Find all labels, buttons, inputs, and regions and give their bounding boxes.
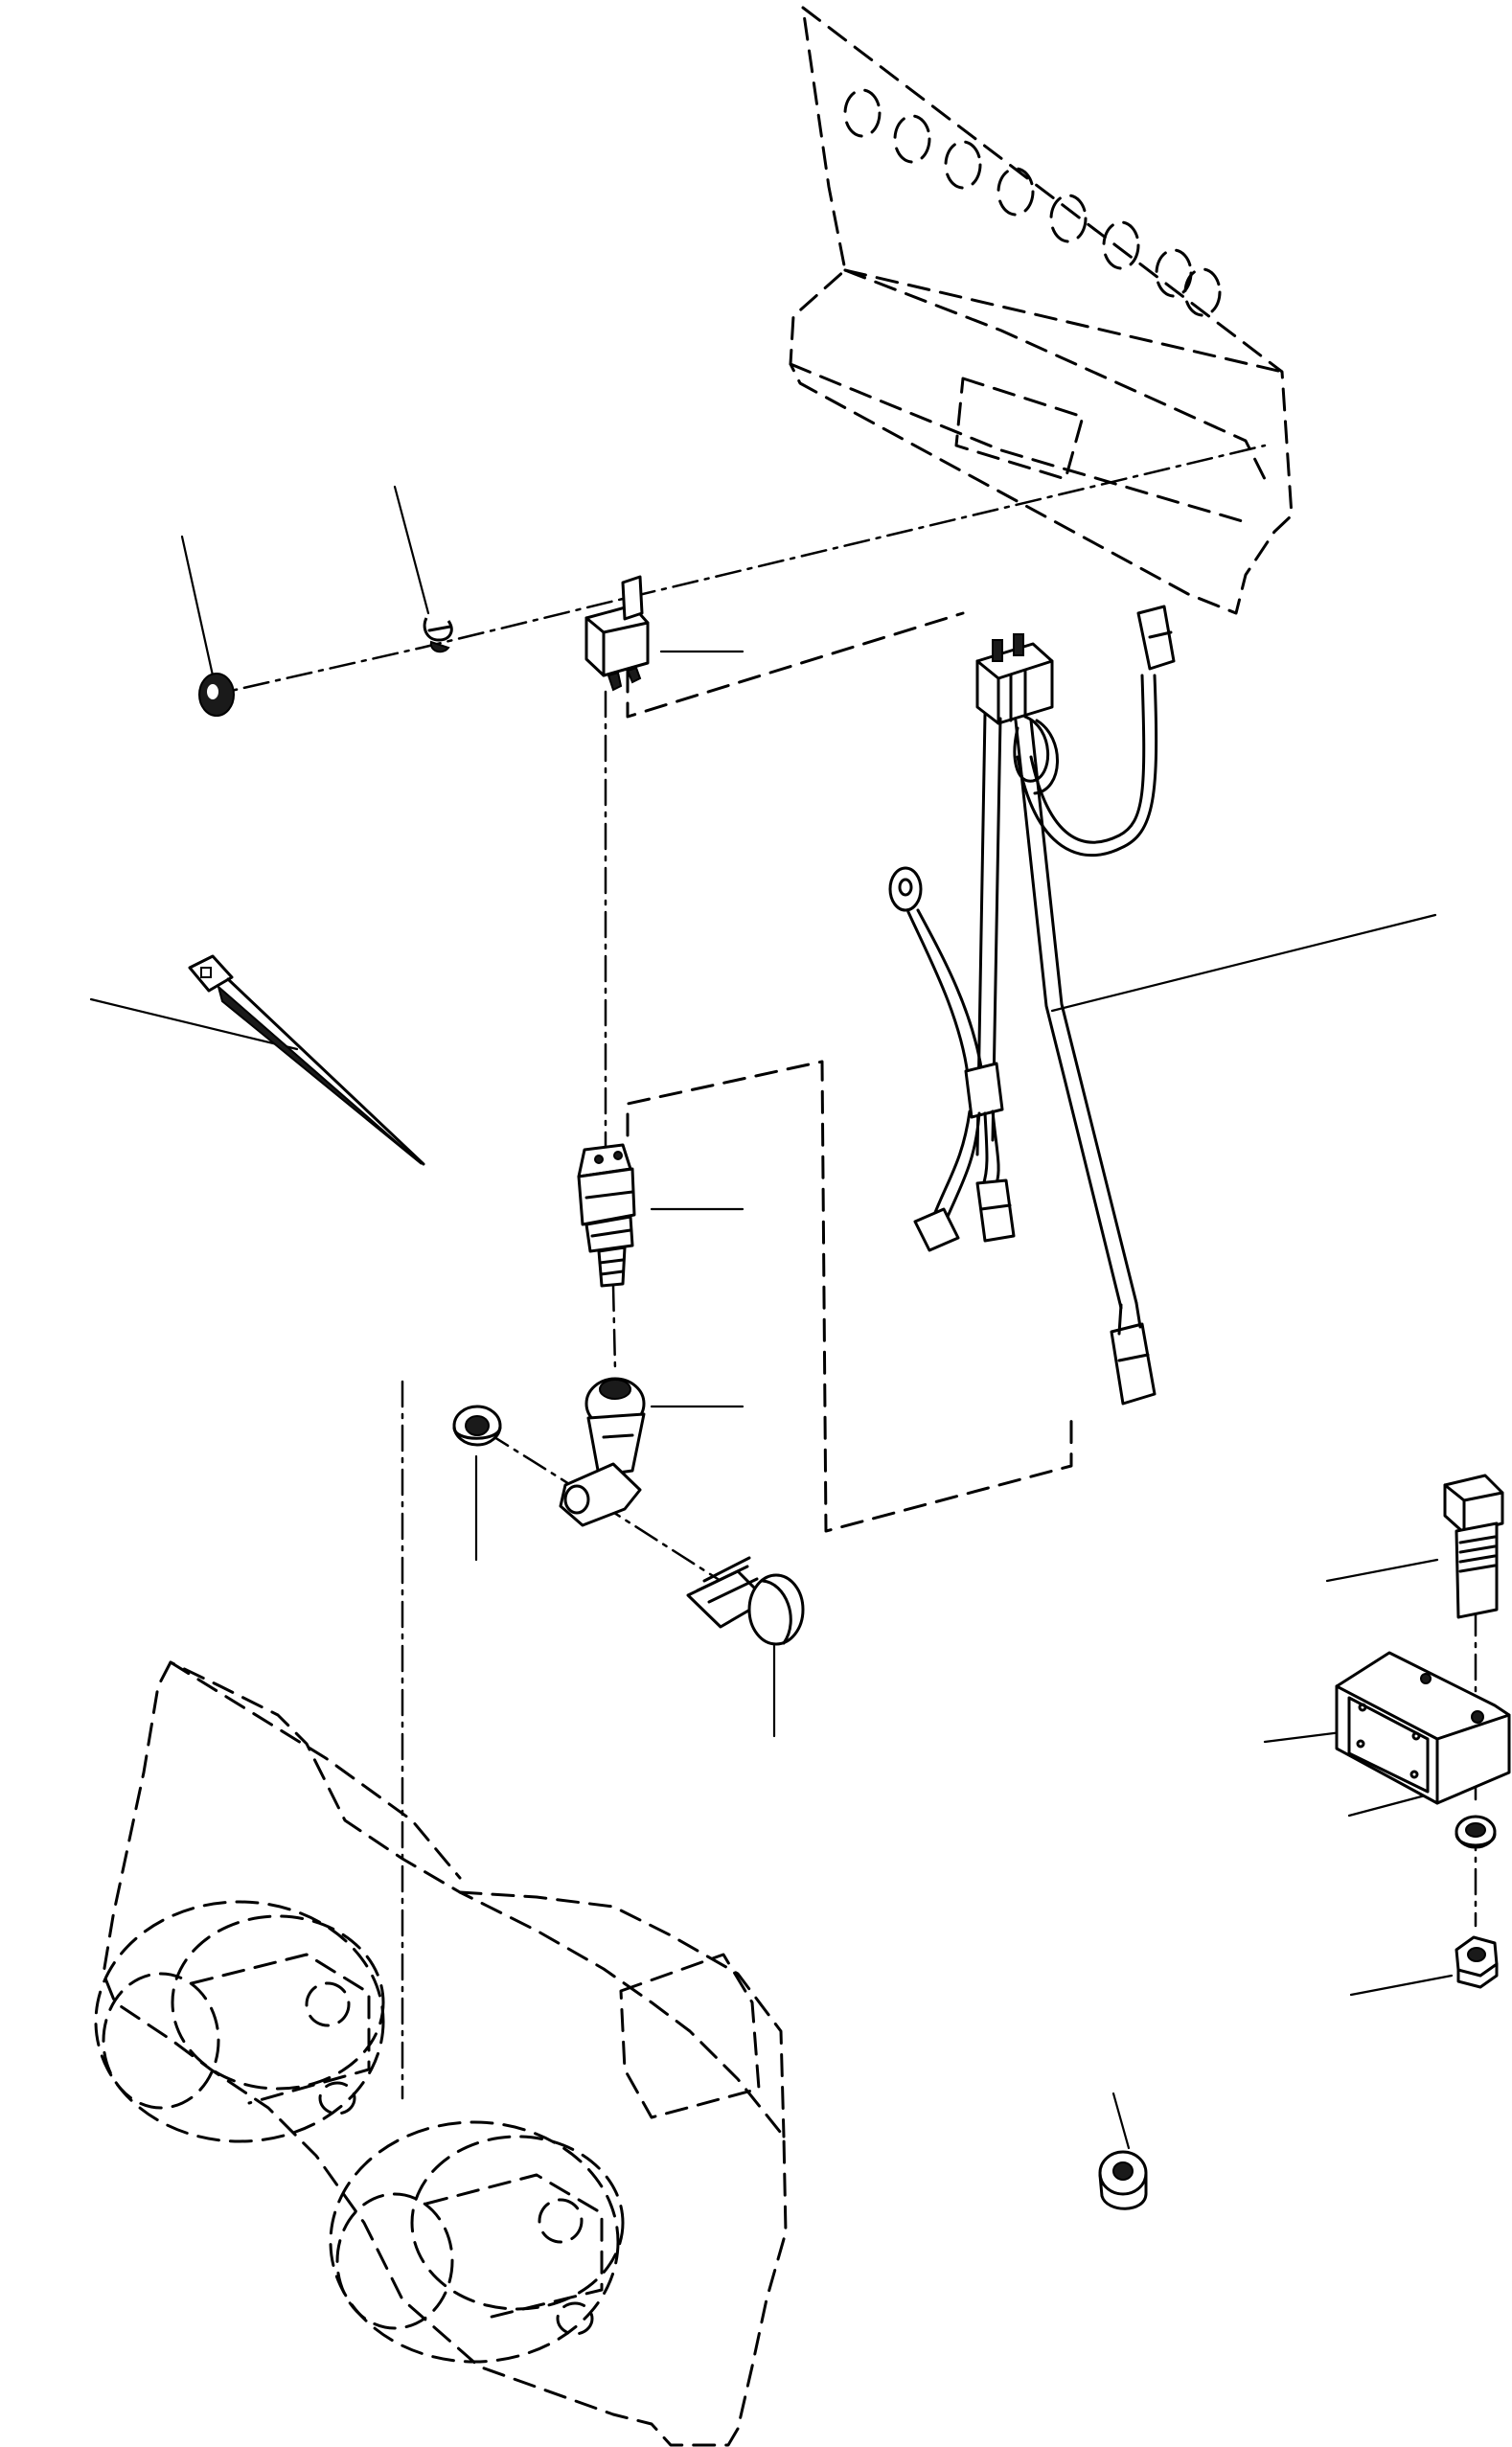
banjo-fitting	[559, 1377, 646, 1527]
relay	[584, 575, 650, 692]
nut	[1455, 1935, 1499, 1989]
assembly-center-lines	[199, 444, 1478, 2100]
banjo-bolt	[686, 1556, 805, 1646]
panel-gauge-holes	[843, 88, 1222, 317]
harness-routing-lines	[626, 611, 1073, 1533]
cable-tie	[188, 954, 425, 1166]
alarm-horn	[1335, 1651, 1511, 1805]
leader-lines	[89, 485, 1454, 2150]
spacer	[1098, 2150, 1148, 2210]
instrument-panel	[789, 6, 1294, 615]
sealing-washer	[452, 1405, 502, 1447]
washer	[1455, 1815, 1497, 1849]
grommet	[198, 673, 235, 717]
pressure-switch	[577, 1143, 636, 1288]
bolt	[1443, 1474, 1504, 1619]
clip	[423, 617, 453, 653]
horn-assembly	[94, 1660, 788, 2447]
wiring-harness	[888, 605, 1176, 1406]
